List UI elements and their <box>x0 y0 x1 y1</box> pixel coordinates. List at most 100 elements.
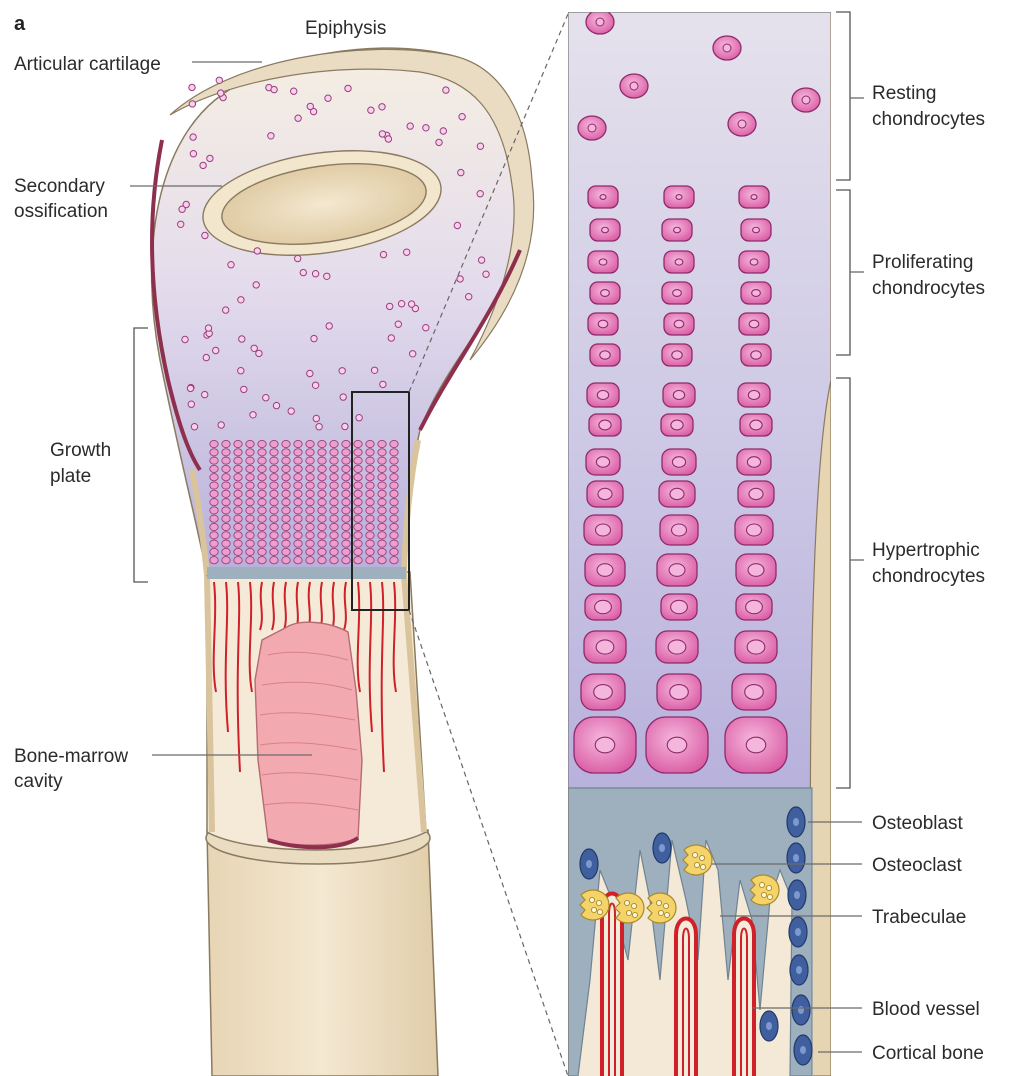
resting-cell-dot <box>324 273 330 279</box>
resting-cell-dot <box>380 381 386 387</box>
column-cell <box>222 449 230 456</box>
column-cell <box>282 507 290 514</box>
column-cell <box>390 490 398 497</box>
osteoclast-nucleus <box>663 903 668 908</box>
osteoblast-nucleus <box>795 928 801 936</box>
column-cell <box>210 482 218 489</box>
column-cell <box>318 482 326 489</box>
osteoblast-nucleus <box>586 860 592 868</box>
resting-cell-dot <box>239 336 245 342</box>
column-cell <box>342 449 350 456</box>
column-cell <box>330 457 338 464</box>
column-cell <box>282 499 290 506</box>
resting-cell-dot <box>254 248 260 254</box>
column-cell <box>294 548 302 555</box>
resting-cell-dot <box>408 301 414 307</box>
column-cell <box>294 532 302 539</box>
column-cell <box>294 449 302 456</box>
column-cell <box>234 548 242 555</box>
osteoblast-nucleus <box>796 966 802 974</box>
resting-cell-dot <box>312 271 318 277</box>
chondrocyte-nucleus <box>747 524 762 536</box>
column-cell <box>294 499 302 506</box>
column-cell <box>246 490 254 497</box>
osteoclast-nucleus <box>632 912 637 917</box>
column-cell <box>366 515 374 522</box>
chondrocyte-nucleus <box>674 227 681 233</box>
long-bone <box>152 48 534 1076</box>
column-cell <box>330 548 338 555</box>
column-cell <box>234 499 242 506</box>
column-cell <box>282 465 290 472</box>
column-cell <box>270 523 278 530</box>
label-hypertrophic-2: chondrocytes <box>872 566 985 587</box>
resting-cell-dot <box>483 271 489 277</box>
resting-cell-dot <box>371 367 377 373</box>
column-cell <box>270 540 278 547</box>
resting-cell-dot <box>387 303 393 309</box>
column-cell <box>282 557 290 564</box>
column-cell <box>390 557 398 564</box>
column-cell <box>294 490 302 497</box>
chondrocyte-nucleus <box>597 564 613 577</box>
column-cell <box>294 515 302 522</box>
resting-cell-dot <box>295 115 301 121</box>
label-proliferating-2: chondrocytes <box>872 278 985 299</box>
column-cell <box>366 548 374 555</box>
column-cell <box>222 515 230 522</box>
column-cell <box>234 474 242 481</box>
column-cell <box>390 474 398 481</box>
osteoclast-nucleus <box>626 910 631 915</box>
ossification-front <box>207 567 406 579</box>
column-cell <box>246 499 254 506</box>
column-cell <box>246 523 254 530</box>
resting-cell-dot <box>404 249 410 255</box>
column-cell <box>378 540 386 547</box>
column-cell <box>330 474 338 481</box>
column-cell <box>390 523 398 530</box>
column-cell <box>270 449 278 456</box>
resting-cell-dot <box>218 422 224 428</box>
chondrocyte-nucleus <box>667 737 687 753</box>
resting-cell-dot <box>454 222 460 228</box>
label-secondary-ossification-2: ossification <box>14 201 108 222</box>
resting-cell-dot <box>340 394 346 400</box>
chondrocyte-nucleus <box>600 351 611 359</box>
column-cell <box>282 548 290 555</box>
column-cell <box>294 540 302 547</box>
column-cell <box>222 482 230 489</box>
column-cell <box>282 457 290 464</box>
column-cell <box>330 507 338 514</box>
column-cell <box>378 457 386 464</box>
label-cortical-bone: Cortical bone <box>872 1043 984 1064</box>
resting-cell-dot <box>187 385 193 391</box>
resting-cell-dot <box>423 125 429 131</box>
column-cell <box>366 474 374 481</box>
column-cell <box>222 557 230 564</box>
brace-hypertrophic <box>836 378 850 788</box>
osteoclast-nucleus <box>596 900 601 905</box>
column-cell <box>258 440 266 447</box>
column-cell <box>318 540 326 547</box>
resting-nucleus <box>596 18 604 26</box>
column-cell <box>306 540 314 547</box>
column-cell <box>306 548 314 555</box>
column-cell <box>378 515 386 522</box>
column-cell <box>222 440 230 447</box>
column-cell <box>210 499 218 506</box>
resting-cell-dot <box>241 386 247 392</box>
column-cell <box>366 523 374 530</box>
column-cell <box>342 465 350 472</box>
column-cell <box>246 465 254 472</box>
column-cell <box>354 474 362 481</box>
chondrocyte-nucleus <box>747 640 765 654</box>
column-cell <box>318 548 326 555</box>
chondrocyte-nucleus <box>597 390 608 399</box>
chondrocyte-nucleus <box>747 457 760 468</box>
resting-cell-dot <box>388 335 394 341</box>
resting-cell-dot <box>379 131 385 137</box>
brace-growth-plate <box>134 328 148 582</box>
column-cell <box>306 499 314 506</box>
chondrocyte-nucleus <box>673 290 682 297</box>
column-cell <box>306 532 314 539</box>
